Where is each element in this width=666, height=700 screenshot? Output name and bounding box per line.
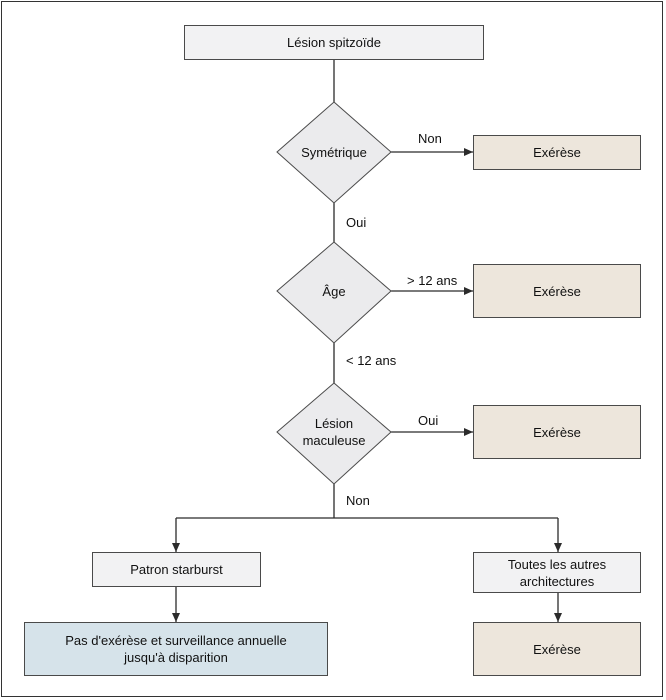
edge-label-symetrique-oui: Oui — [346, 215, 367, 230]
decision-diamond-symetrique — [276, 101, 392, 204]
decision-symetrique-label: Symétrique — [301, 144, 367, 160]
surveillance-node: Pas d'exérèse et surveillance annuelle j… — [24, 622, 328, 676]
start-node: Lésion spitzoïde — [184, 25, 484, 60]
edge-label-symetrique-non: Non — [418, 131, 442, 146]
decision-diamond-maculeuse — [276, 382, 392, 485]
decision-diamond-age — [276, 241, 392, 344]
exerese-box-1: Exérèse — [473, 135, 641, 170]
edge-label-maculeuse-oui: Oui — [418, 413, 439, 428]
decision-age-label: Âge — [322, 283, 346, 299]
decision-maculeuse-label: Lésion maculeuse — [302, 416, 366, 448]
edge-label-age-moins: < 12 ans — [346, 353, 397, 368]
autres-architectures-node: Toutes les autres architectures — [473, 552, 641, 593]
exerese-box-2: Exérèse — [473, 264, 641, 318]
edge-label-maculeuse-non: Non — [346, 493, 370, 508]
edge-label-age-plus: > 12 ans — [407, 273, 458, 288]
exerese-box-4: Exérèse — [473, 622, 641, 676]
exerese-box-3: Exérèse — [473, 405, 641, 459]
starburst-node: Patron starburst — [92, 552, 261, 587]
